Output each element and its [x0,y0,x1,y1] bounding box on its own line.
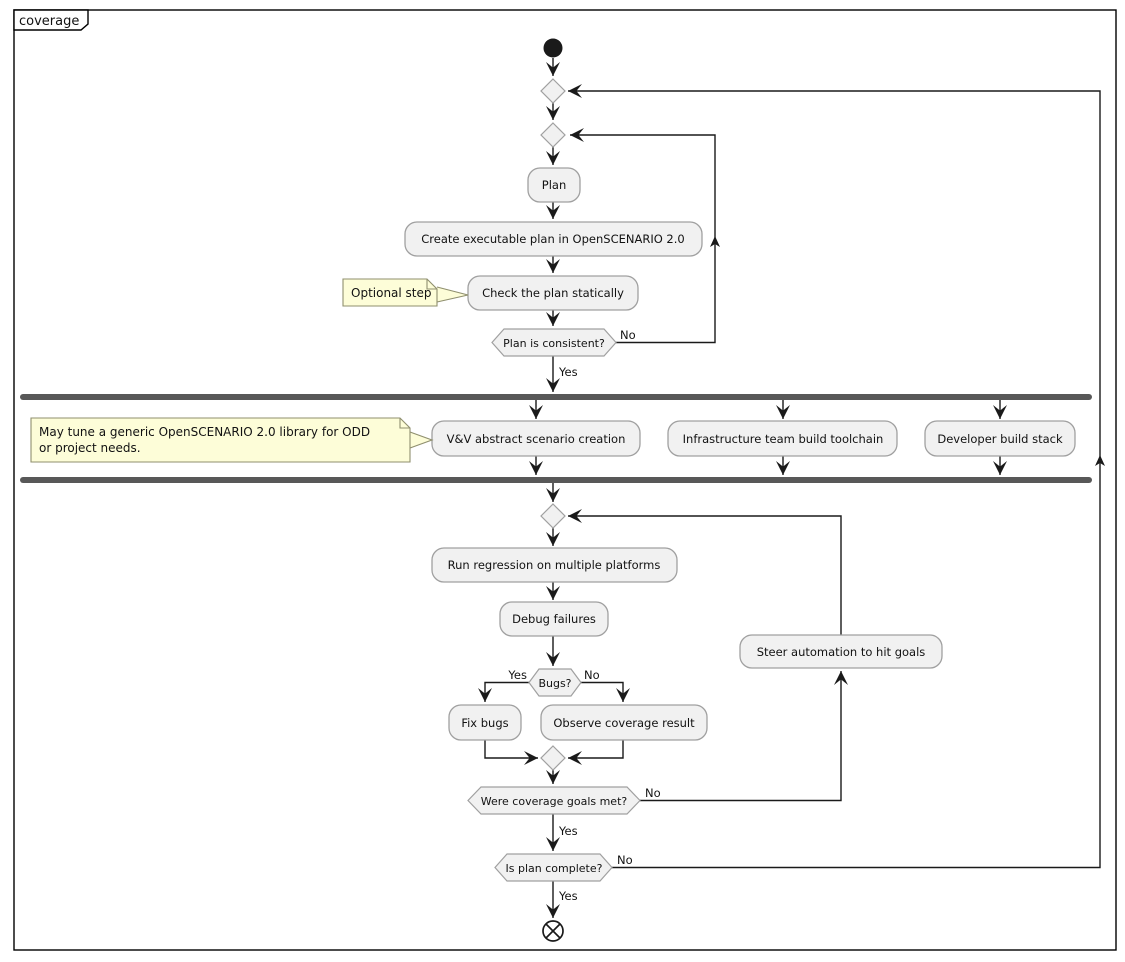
activity-run-regression-label: Run regression on multiple platforms [448,558,661,572]
start-node [543,38,563,58]
edge-label-goals-yes: Yes [558,824,578,838]
edge-bugs-no-to-observe [581,681,630,702]
edge-label-complete-no: No [617,853,633,867]
note-may-tune-line1: May tune a generic OpenSCENARIO 2.0 libr… [39,425,370,439]
activity-run-regression: Run regression on multiple platforms [431,547,678,583]
activity-steer-automation-label: Steer automation to hit goals [757,645,926,659]
end-node [542,920,564,942]
join-bar [20,477,1092,483]
edge-bugs-yes-to-fix [478,681,529,702]
diagram-title: coverage [19,14,79,29]
activity-observe-coverage-label: Observe coverage result [553,716,695,730]
edge-steer-to-merge3 [568,509,842,635]
edge-complete-no-loop [568,84,1101,869]
merge-diamond-1 [540,78,566,104]
note-may-tune-line2: or project needs. [39,441,141,455]
edge-label-bugs-no: No [584,668,600,682]
activity-infra-toolchain-label: Infrastructure team build toolchain [683,432,884,446]
activity-create-plan: Create executable plan in OpenSCENARIO 2… [404,221,703,257]
edge-label-complete-yes: Yes [558,889,578,903]
frame-title-tab [13,9,89,31]
decision-plan-complete-label: Is plan complete? [506,862,603,875]
edge-fix-to-merge4 [484,740,538,765]
edge-label-consistent-yes: Yes [558,365,578,379]
merge-diamond-2 [540,122,566,148]
note-may-tune: May tune a generic OpenSCENARIO 2.0 libr… [30,417,434,463]
activity-check-plan: Check the plan statically [467,275,639,311]
activity-vv-abstract-label: V&V abstract scenario creation [447,432,626,446]
decision-plan-complete: Is plan complete? [494,853,613,882]
decision-goals-met: Were coverage goals met? [467,786,641,815]
activity-vv-abstract: V&V abstract scenario creation [431,420,641,457]
note-optional-step-text: Optional step [351,286,432,300]
activity-fix-bugs-label: Fix bugs [461,716,508,730]
decision-plan-consistent: Plan is consistent? [491,328,617,357]
activity-dev-stack-label: Developer build stack [937,432,1063,446]
edge-label-consistent-no: No [620,328,636,342]
activity-observe-coverage: Observe coverage result [540,704,708,741]
activity-debug-failures: Debug failures [499,601,609,637]
decision-bugs-label: Bugs? [538,677,571,690]
activity-fix-bugs: Fix bugs [448,704,522,741]
activity-debug-failures-label: Debug failures [512,612,596,626]
merge-diamond-3 [540,503,566,529]
edge-observe-to-merge4 [568,740,624,765]
fork-bar [20,394,1092,400]
activity-plan-label: Plan [542,178,566,192]
mid-arrowhead-complete-loop [1095,455,1105,466]
edge-label-goals-no: No [645,786,661,800]
edge-goals-no-to-steer [640,671,848,802]
diagram-frame [13,9,1117,951]
activity-infra-toolchain: Infrastructure team build toolchain [667,420,898,457]
activity-plan: Plan [527,167,581,203]
activity-steer-automation: Steer automation to hit goals [739,634,943,669]
decision-plan-consistent-label: Plan is consistent? [503,337,605,350]
activity-create-plan-label: Create executable plan in OpenSCENARIO 2… [421,232,684,246]
activity-dev-stack: Developer build stack [924,420,1076,457]
decision-bugs: Bugs? [528,668,582,697]
decision-goals-met-label: Were coverage goals met? [481,795,628,808]
note-optional-step: Optional step [342,278,469,307]
activity-check-plan-label: Check the plan statically [482,286,624,300]
mid-arrowhead-consistent-loop [710,236,720,247]
edge-label-bugs-yes: Yes [507,668,527,682]
merge-diamond-4 [540,745,566,771]
